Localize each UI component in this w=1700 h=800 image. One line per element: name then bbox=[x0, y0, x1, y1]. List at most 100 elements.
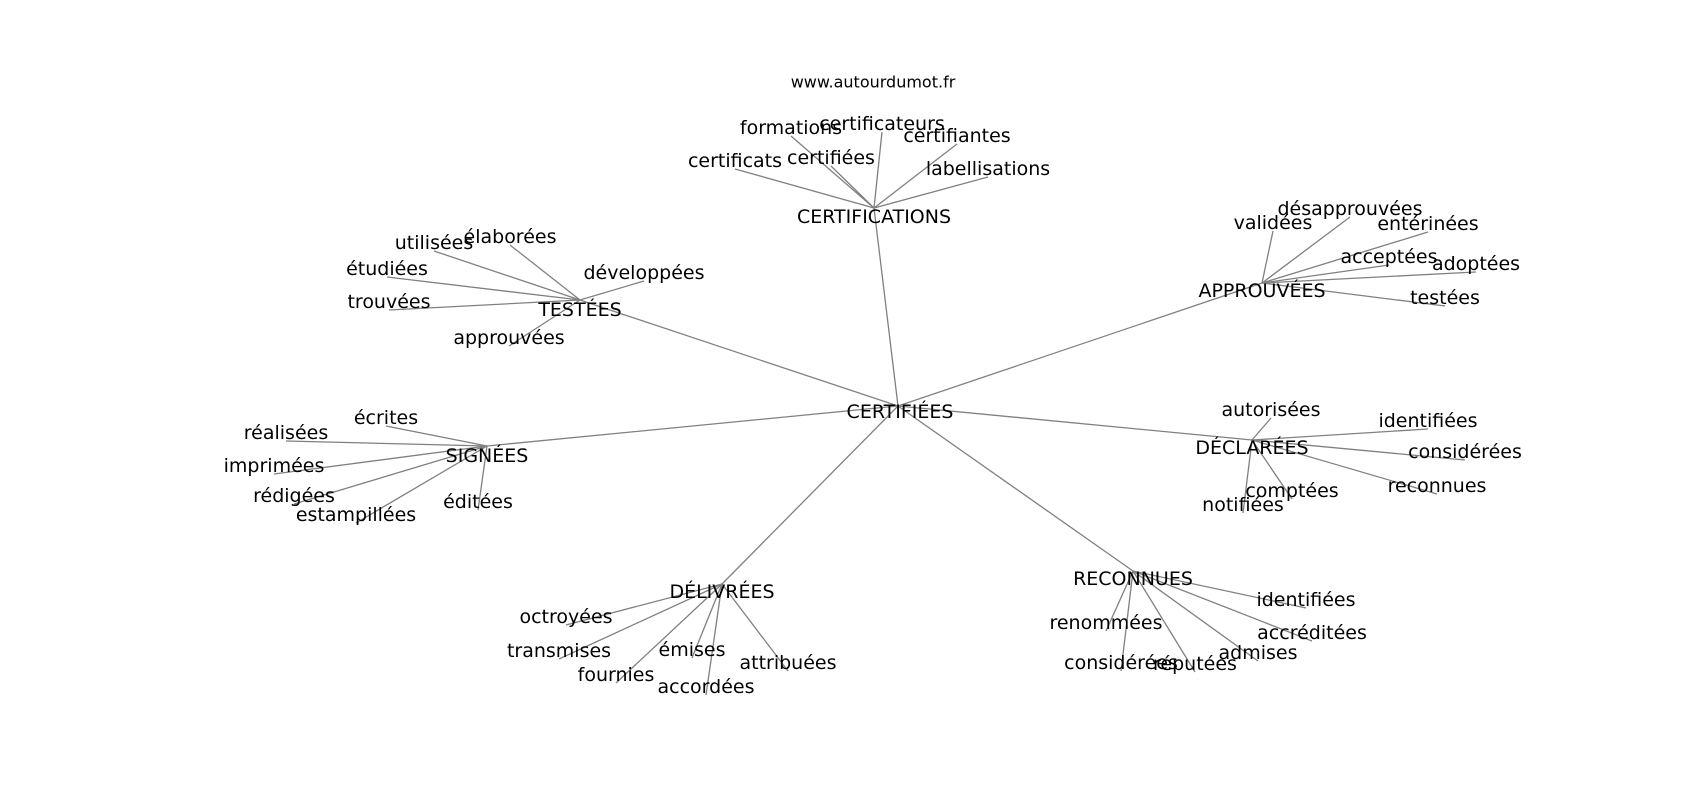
edge-center-to-reconnues bbox=[897, 405, 1134, 572]
leaf-word-admises[interactable]: admises bbox=[1219, 642, 1298, 664]
leaf-word-adoptees[interactable]: adoptées bbox=[1432, 253, 1520, 275]
edge-declarees-to-autorisees bbox=[1251, 417, 1272, 441]
edge-signees-to-editees bbox=[477, 445, 488, 511]
leaf-word-emises[interactable]: émises bbox=[659, 639, 726, 661]
leaf-word-notifiees[interactable]: notifiées bbox=[1202, 494, 1284, 516]
edge-center-to-declarees bbox=[897, 405, 1253, 441]
leaf-word-renommees[interactable]: renommées bbox=[1049, 612, 1162, 634]
leaf-word-desapprouvees[interactable]: désapprouvées bbox=[1278, 198, 1423, 220]
edge-approuvees-to-adoptees bbox=[1261, 271, 1477, 284]
leaf-word-octroyees[interactable]: octroyées bbox=[519, 606, 612, 628]
hub-word-certifications[interactable]: CERTIFICATIONS bbox=[797, 206, 951, 228]
leaf-word-transmises[interactable]: transmises bbox=[507, 640, 611, 662]
leaf-word-formations[interactable]: formations bbox=[740, 117, 842, 139]
edge-signees-to-redigees bbox=[293, 445, 488, 505]
leaf-word-attribuees[interactable]: attribuées bbox=[739, 652, 836, 674]
edge-testees-to-approuvees bbox=[508, 299, 581, 347]
leaf-word-validees[interactable]: validées bbox=[1234, 212, 1313, 234]
leaf-word-etudiees[interactable]: étudiées bbox=[346, 258, 428, 280]
edge-delivrees-to-attribuees bbox=[721, 583, 789, 672]
edge-reconnues-to-admises bbox=[1132, 570, 1259, 662]
hub-word-declarees[interactable]: DÉCLARÉES bbox=[1195, 436, 1308, 459]
edge-declarees-to-comptees bbox=[1251, 439, 1293, 500]
center-word-certifiees[interactable]: CERTIFIÉES bbox=[847, 400, 954, 423]
edge-delivrees-to-octroyees bbox=[565, 583, 723, 626]
leaf-word-accordees[interactable]: accordées bbox=[658, 676, 755, 698]
leaf-word-accreditees[interactable]: accréditées bbox=[1257, 622, 1367, 644]
edge-testees-to-trouvees bbox=[388, 299, 581, 311]
edge-center-to-signees bbox=[486, 405, 899, 447]
leaf-word-certifiantes[interactable]: certifiantes bbox=[903, 125, 1010, 147]
edge-certifications-to-formations bbox=[790, 135, 875, 209]
edge-reconnues-to-accreditees bbox=[1132, 570, 1313, 642]
leaf-word-ecrites[interactable]: écrites bbox=[354, 407, 418, 429]
leaf-word-identifiees[interactable]: identifiées bbox=[1256, 589, 1355, 611]
hub-word-testees[interactable]: TESTÉES bbox=[537, 298, 621, 321]
leaf-word-editees[interactable]: éditées bbox=[443, 491, 513, 513]
graph-labels: www.autourdumot.fr CERTIFIÉESformationsc… bbox=[224, 73, 1522, 699]
leaf-word-imprimees[interactable]: imprimées bbox=[224, 455, 325, 477]
leaf-word-testees[interactable]: testées bbox=[1410, 287, 1480, 309]
edge-approuvees-to-enterinees bbox=[1261, 231, 1429, 284]
leaf-word-utilisees[interactable]: utilisées bbox=[395, 232, 474, 254]
edge-testees-to-utilisees bbox=[433, 250, 581, 301]
leaf-word-developpees[interactable]: développées bbox=[584, 262, 705, 284]
leaf-word-trouvees[interactable]: trouvées bbox=[347, 291, 430, 313]
edge-certifications-to-certificats bbox=[734, 168, 875, 209]
leaf-word-comptees[interactable]: comptées bbox=[1245, 480, 1338, 502]
leaf-word-fournies[interactable]: fournies bbox=[578, 664, 655, 686]
leaf-word-realisees[interactable]: réalisées bbox=[244, 422, 328, 444]
leaf-word-enterinees[interactable]: entérinées bbox=[1377, 213, 1478, 235]
leaf-word-considerees[interactable]: considérées bbox=[1408, 441, 1522, 463]
leaf-word-labellisations[interactable]: labellisations bbox=[926, 158, 1050, 180]
leaf-word-reputees[interactable]: réputées bbox=[1153, 653, 1237, 675]
edge-declarees-to-reconnues bbox=[1251, 439, 1438, 495]
hub-word-delivrees[interactable]: DÉLIVRÉES bbox=[669, 580, 774, 603]
edge-signees-to-imprimees bbox=[273, 445, 488, 475]
edge-certifications-to-certifiees bbox=[830, 165, 875, 209]
hub-word-reconnues[interactable]: RECONNUES bbox=[1073, 568, 1193, 590]
edge-signees-to-ecrites bbox=[385, 425, 488, 447]
edge-declarees-to-considerees bbox=[1251, 439, 1466, 461]
leaf-word-autorisees[interactable]: autorisées bbox=[1221, 399, 1320, 421]
edge-certifications-to-certifiantes bbox=[873, 143, 958, 209]
edge-reconnues-to-reputees bbox=[1132, 570, 1196, 673]
leaf-word-reconnues[interactable]: reconnues bbox=[1388, 475, 1487, 497]
edge-approuvees-to-acceptees bbox=[1261, 264, 1390, 284]
edge-approuvees-to-desapprouvees bbox=[1261, 216, 1351, 284]
edge-declarees-to-notifiees bbox=[1242, 439, 1253, 514]
leaf-word-identifiees[interactable]: identifiées bbox=[1378, 410, 1477, 432]
edge-center-to-delivrees bbox=[721, 405, 899, 585]
edge-certifications-to-labellisations bbox=[873, 176, 989, 209]
edge-delivrees-to-transmises bbox=[558, 583, 723, 660]
graph-edges bbox=[273, 131, 1477, 696]
leaf-word-approuvees[interactable]: approuvées bbox=[453, 327, 564, 349]
edge-declarees-to-identifiees bbox=[1251, 428, 1429, 441]
edge-approuvees-to-testees bbox=[1261, 282, 1446, 307]
edge-delivrees-to-accordees bbox=[705, 583, 723, 696]
source-url: www.autourdumot.fr bbox=[791, 73, 956, 92]
edge-signees-to-realisees bbox=[285, 440, 488, 447]
edge-center-to-approuvees bbox=[897, 282, 1263, 407]
leaf-word-acceptees[interactable]: acceptées bbox=[1340, 246, 1437, 268]
leaf-word-certificateurs[interactable]: certificateurs bbox=[819, 113, 945, 135]
leaf-word-redigees[interactable]: rédigées bbox=[253, 485, 335, 507]
leaf-word-elaborees[interactable]: élaborées bbox=[464, 226, 557, 248]
hub-word-signees[interactable]: SIGNÉES bbox=[446, 444, 529, 467]
edge-reconnues-to-considerees bbox=[1120, 570, 1134, 672]
edge-testees-to-etudiees bbox=[386, 276, 581, 301]
edge-center-to-testees bbox=[579, 299, 899, 407]
leaf-word-estampillees[interactable]: estampillées bbox=[296, 504, 416, 526]
leaf-word-certificats[interactable]: certificats bbox=[688, 150, 782, 172]
edge-testees-to-developpees bbox=[579, 280, 645, 301]
edge-reconnues-to-renommees bbox=[1105, 570, 1134, 632]
hub-word-approuvees[interactable]: APPROUVÉES bbox=[1198, 279, 1325, 302]
edge-testees-to-elaborees bbox=[509, 244, 581, 301]
edge-signees-to-estampillees bbox=[355, 445, 488, 524]
edge-delivrees-to-emises bbox=[691, 583, 723, 659]
leaf-word-certifiees[interactable]: certifiées bbox=[787, 147, 875, 169]
leaf-word-considerees[interactable]: considérées bbox=[1064, 652, 1178, 674]
edge-certifications-to-certificateurs bbox=[873, 131, 883, 209]
edge-delivrees-to-fournies bbox=[615, 583, 723, 684]
